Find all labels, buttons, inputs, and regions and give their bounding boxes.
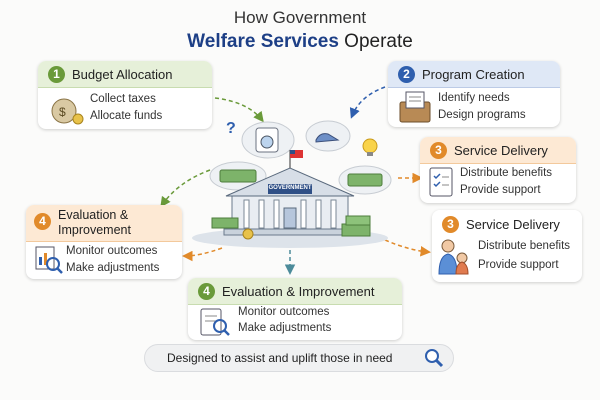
card-title-line-2: Improvement <box>58 223 131 237</box>
card-evaluation-bottom: 4 Evaluation & Improvement Monitor outco… <box>188 278 402 340</box>
card-title: Service Delivery <box>466 217 560 232</box>
clipboard-magnifier-icon <box>200 308 230 336</box>
title-line-2: Welfare Services Operate <box>0 31 600 53</box>
arrow-budget-to-center <box>214 97 264 123</box>
step-number-badge: 3 <box>430 142 447 159</box>
card-item: Identify needs <box>438 92 510 104</box>
step-number-badge: 2 <box>398 66 415 83</box>
card-item: Design programs <box>438 109 526 121</box>
question-mark-icon: ? <box>226 120 236 137</box>
title-suffix: Operate <box>338 31 413 52</box>
shoes-bubble-icon <box>305 120 351 152</box>
card-item: Provide support <box>460 184 541 196</box>
step-number-badge: 1 <box>48 66 65 83</box>
card-service-delivery-bottom: 3 Service Delivery Distribute benefits P… <box>432 210 582 282</box>
card-title: Budget Allocation <box>72 67 173 82</box>
arrow-center-to-eval-left <box>182 247 223 262</box>
card-item: Make adjustments <box>66 262 160 274</box>
tagline-text: Designed to assist and uplift those in n… <box>167 351 393 365</box>
card-budget-allocation: 1 Budget Allocation $ Collect taxes Allo… <box>38 61 212 129</box>
card-program-creation: 2 Program Creation Identify needs Design… <box>388 61 560 127</box>
card-item: Monitor outcomes <box>238 306 330 318</box>
checklist-icon <box>429 167 453 197</box>
card-title: Program Creation <box>422 67 525 82</box>
card-service-delivery-top: 3 Service Delivery Distribute benefits P… <box>420 137 576 203</box>
money-stack-left-icon <box>211 217 254 240</box>
card-item: Provide support <box>478 259 559 271</box>
step-number-badge: 3 <box>442 216 459 233</box>
money-bag-icon: $ <box>51 98 84 125</box>
money-stack-right-icon <box>341 215 371 237</box>
step-number-badge: 4 <box>198 283 215 300</box>
svg-text:$: $ <box>59 105 66 119</box>
card-title-line-1: Evaluation & <box>58 208 129 222</box>
washer-bubble-icon <box>241 121 295 159</box>
magnifier-chart-icon <box>35 246 63 274</box>
family-icon <box>438 239 469 275</box>
arrow-program-to-center <box>349 86 386 119</box>
arrow-eval-to-budget <box>160 169 211 208</box>
card-item: Distribute benefits <box>478 240 571 252</box>
clipboard-box-icon <box>399 91 431 123</box>
money-bubble-right-icon <box>338 165 392 195</box>
building-sign: GOVERNMENT <box>268 185 312 191</box>
title-highlight: Welfare Services <box>187 31 339 52</box>
card-title: Evaluation & Improvement <box>222 284 375 299</box>
card-item: Make adjustments <box>238 322 332 334</box>
lightbulb-icon <box>362 138 378 156</box>
government-building-icon <box>192 150 388 248</box>
money-bubble-left-icon <box>209 161 267 191</box>
title-line-1: How Government <box>233 8 367 27</box>
card-evaluation-left: 4 Evaluation & Improvement Monitor outco… <box>26 205 182 279</box>
step-number-badge: 4 <box>34 213 51 230</box>
card-item: Monitor outcomes <box>66 245 158 257</box>
card-item: Collect taxes <box>90 93 156 105</box>
arrow-center-to-delivery-bottom <box>384 239 431 257</box>
card-item: Allocate funds <box>90 110 163 122</box>
card-title: Service Delivery <box>454 143 548 158</box>
card-item: Distribute benefits <box>460 167 553 179</box>
search-icon <box>425 349 444 368</box>
tagline-banner: Designed to assist and uplift those in n… <box>144 344 454 372</box>
